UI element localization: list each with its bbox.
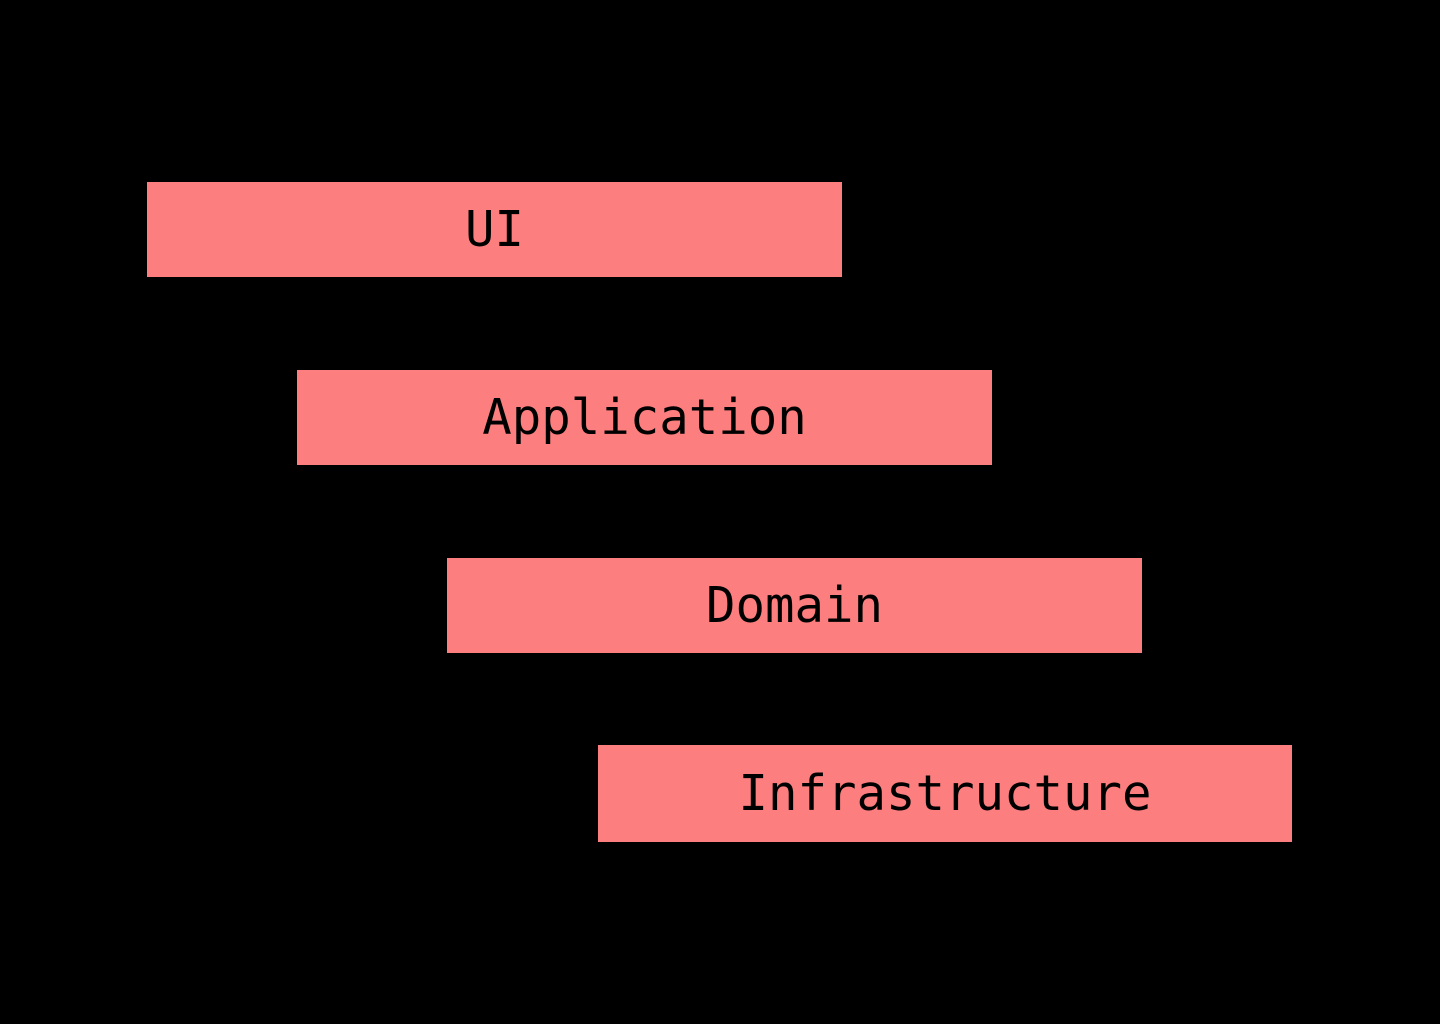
- layer-label-domain: Domain: [705, 577, 883, 634]
- layer-label-ui: UI: [464, 201, 524, 258]
- layer-label-application: Application: [482, 389, 807, 446]
- layer-bar-infrastructure[interactable]: Infrastructure: [598, 745, 1292, 842]
- layer-bar-domain[interactable]: Domain: [447, 558, 1142, 653]
- layer-label-infrastructure: Infrastructure: [738, 765, 1152, 822]
- layer-bar-ui[interactable]: UI: [147, 182, 842, 277]
- layer-bar-application[interactable]: Application: [297, 370, 992, 465]
